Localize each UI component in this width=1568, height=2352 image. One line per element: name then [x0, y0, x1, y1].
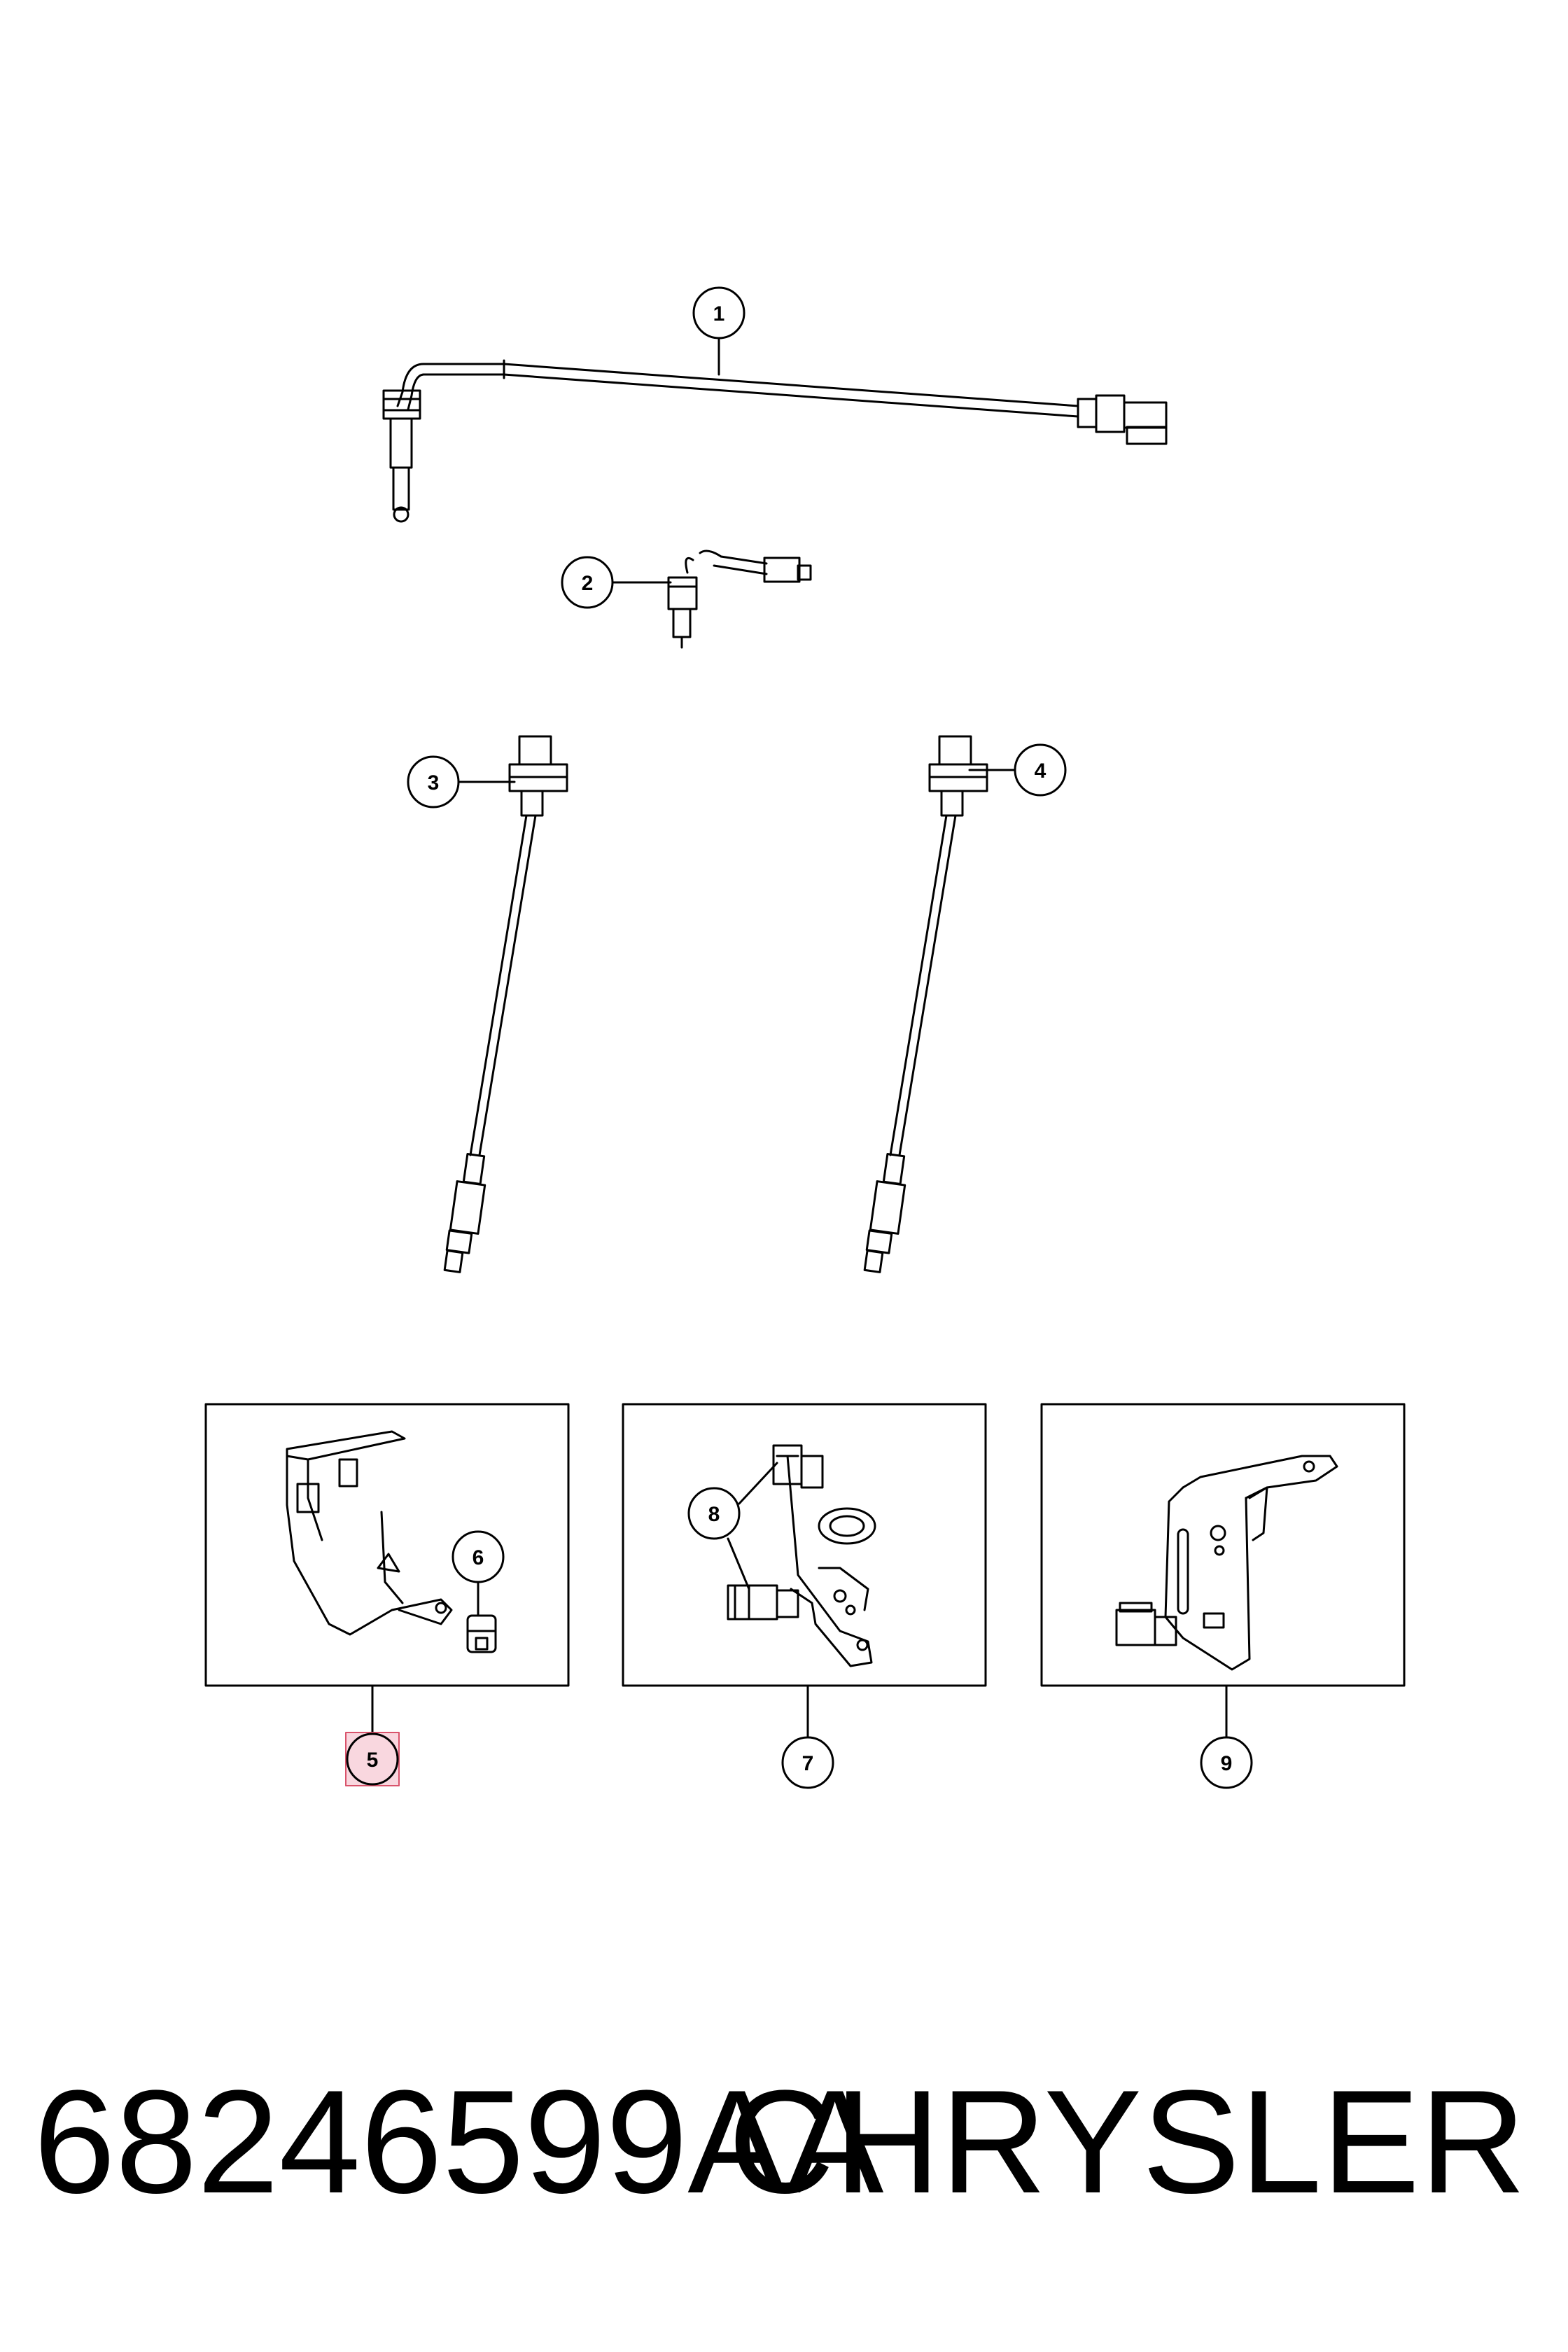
leader-8b — [727, 1537, 750, 1590]
callout-8: 8 — [687, 1487, 741, 1540]
box-bracket-5 — [204, 1403, 570, 1687]
part-5-bracket — [286, 1430, 453, 1636]
svg-text:6: 6 — [472, 1546, 484, 1569]
part-4-oxygen-sensor — [863, 735, 988, 1273]
callout-5[interactable]: 5 — [345, 1732, 400, 1786]
svg-text:2: 2 — [582, 572, 594, 595]
part-3-oxygen-sensor — [443, 735, 568, 1273]
parts-diagram: 1 2 3 — [204, 286, 1406, 1789]
part-1-exhaust-temp-sensor — [382, 359, 1168, 523]
part-2-temp-sensor — [667, 550, 812, 649]
part-8-connectors — [727, 1444, 876, 1620]
callout-7: 7 — [781, 1736, 834, 1789]
footer: 68246599AA CHRYSLER — [0, 2051, 1568, 2233]
box-bracket-7 — [622, 1403, 987, 1687]
svg-text:8: 8 — [708, 1503, 720, 1526]
brand-name: CHRYSLER — [728, 2059, 1526, 2224]
callout-9: 9 — [1200, 1736, 1253, 1789]
callout-6: 6 — [451, 1530, 505, 1583]
svg-text:9: 9 — [1221, 1752, 1233, 1775]
svg-text:7: 7 — [802, 1752, 814, 1775]
part-7-bracket — [786, 1455, 873, 1667]
svg-text:3: 3 — [428, 771, 440, 794]
leader-8a — [738, 1462, 778, 1505]
box-bracket-9 — [1040, 1403, 1406, 1687]
part-6-nut — [466, 1614, 497, 1653]
part-number: 68246599AA — [34, 2059, 884, 2224]
part-9-bracket — [1115, 1455, 1338, 1671]
callout-2: 2 — [561, 556, 614, 609]
callout-4: 4 — [1014, 743, 1067, 797]
svg-text:5: 5 — [367, 1749, 379, 1772]
svg-text:4: 4 — [1035, 760, 1046, 783]
svg-text:1: 1 — [713, 302, 725, 326]
callout-1: 1 — [692, 286, 746, 340]
callout-3: 3 — [407, 755, 460, 808]
